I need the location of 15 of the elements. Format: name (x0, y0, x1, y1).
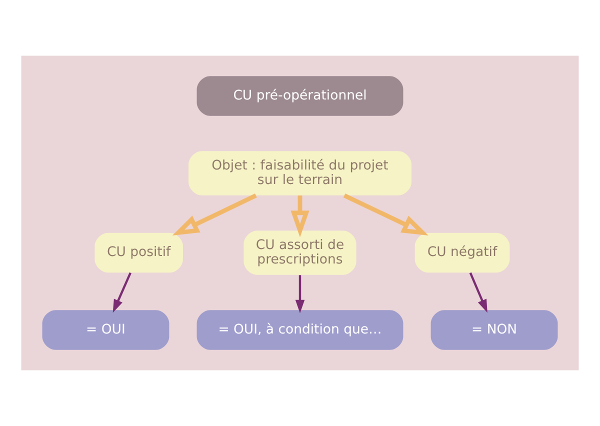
node-box: CU assorti de prescriptions (244, 230, 356, 275)
arrow (290, 195, 310, 238)
arrow (112, 272, 132, 313)
node-box: = NON (430, 310, 558, 350)
arrow (295, 275, 305, 314)
arrow (172, 193, 257, 236)
node-box: = OUI (42, 310, 170, 350)
arrow (469, 272, 488, 313)
cluster (21, 56, 579, 370)
node-box: CU positif (94, 232, 183, 273)
node-box: CU pré-opérationnel (196, 76, 404, 116)
node-box: Objet : faisabilité du projet sur le terrain (188, 151, 412, 196)
node-box: CU négatif (414, 232, 510, 273)
node-box: = OUI, à condition que… (196, 310, 404, 350)
arrow (343, 193, 428, 236)
